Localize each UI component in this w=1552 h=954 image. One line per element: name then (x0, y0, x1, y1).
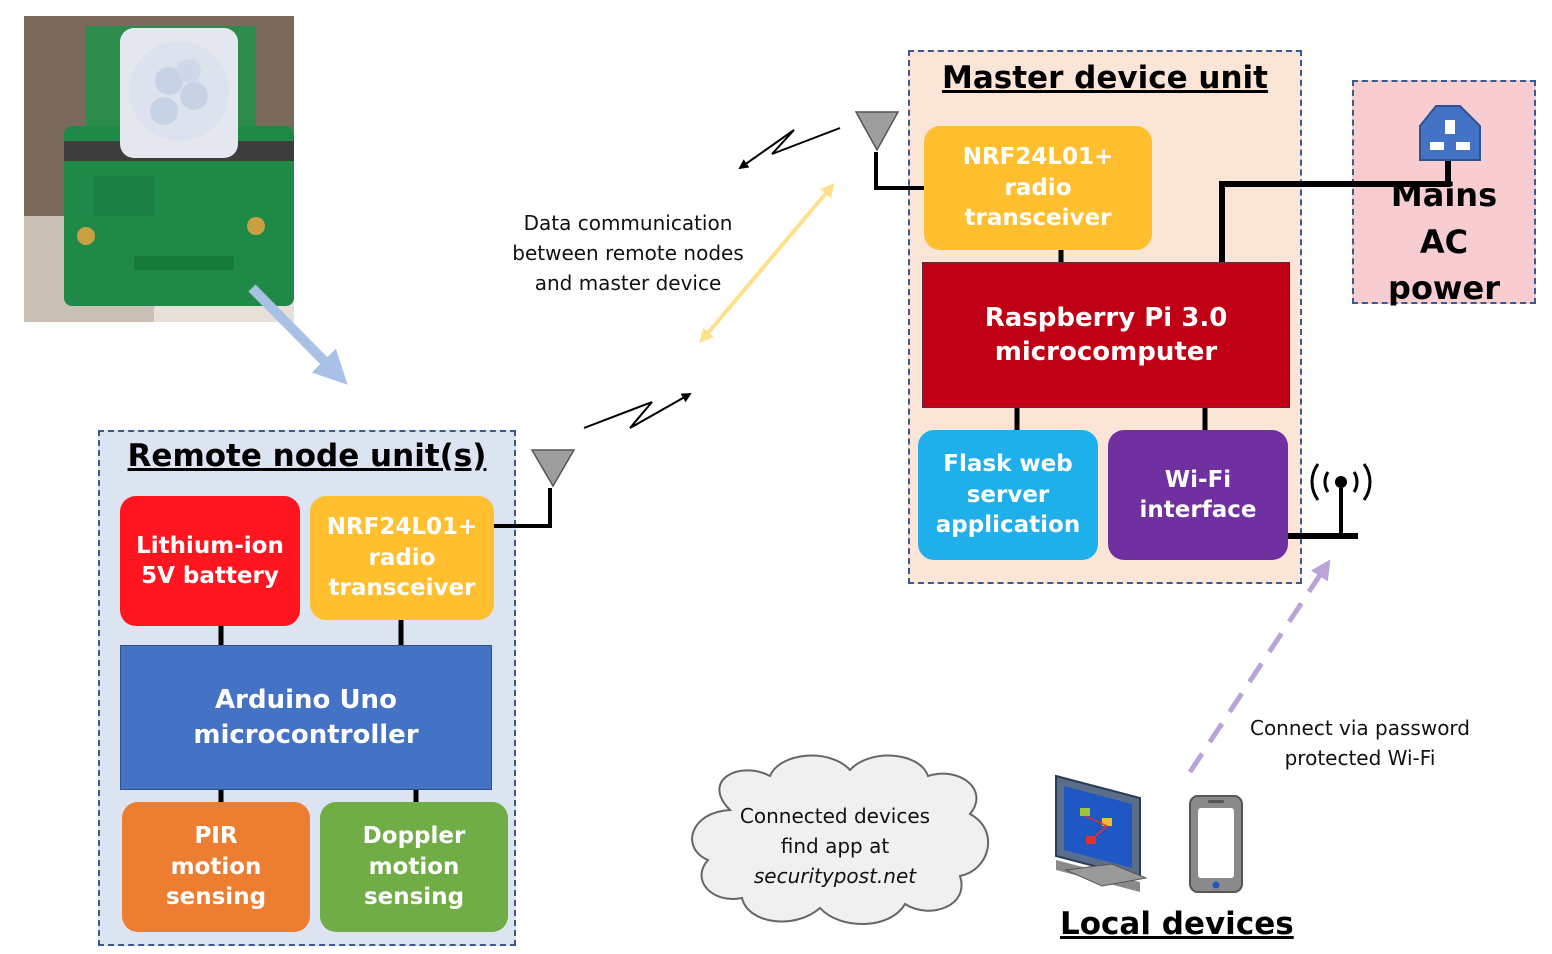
doppler-sensing-block: Doppler motion sensing (320, 802, 508, 932)
cloud-line-2: find app at (780, 834, 890, 858)
remote-radio-block: NRF24L01+ radio transceiver (310, 496, 494, 620)
remote-node-unit-title: Remote node unit(s) (127, 438, 487, 474)
cloud-line-1: Connected devices (739, 804, 931, 828)
wifi-tower-icon (1310, 463, 1372, 536)
photo-arrow (248, 284, 348, 385)
data-communication-note: Data communication between remote nodes … (504, 208, 752, 298)
remote-signal-zigzag (583, 393, 692, 429)
wifi-connection-line-2: protected Wi-Fi (1284, 746, 1436, 770)
pir-sensing-block: PIR motion sensing (122, 802, 310, 932)
pir-sensor-photo (24, 16, 294, 322)
antenna-icon (854, 111, 900, 152)
antenna-icon (530, 449, 576, 488)
data-communication-line-2: between remote nodes (512, 241, 744, 265)
master-device-unit-title: Master device unit (942, 60, 1268, 96)
remote-antenna-wire (494, 488, 552, 528)
flask-server-block: Flask web server application (918, 430, 1098, 560)
wifi-connection-note: Connect via password protected Wi-Fi (1240, 713, 1480, 773)
cloud-url: securitypost.net (753, 864, 917, 888)
master-radio-block: NRF24L01+ radio transceiver (924, 126, 1152, 250)
raspberry-pi-block: Raspberry Pi 3.0 microcomputer (922, 262, 1290, 408)
battery-block: Lithium-ion 5V battery (120, 496, 300, 626)
power-socket-icon (1419, 105, 1481, 161)
monitor-icon (1055, 774, 1148, 892)
master-signal-zigzag (738, 127, 841, 170)
data-communication-line-3: and master device (534, 271, 722, 295)
cloud-shape (691, 754, 989, 925)
wifi-interface-block: Wi-Fi interface (1108, 430, 1288, 560)
master-antenna-wire (874, 152, 924, 190)
data-communication-line-1: Data communication (523, 211, 733, 235)
data-communication-arrow (699, 182, 835, 344)
wifi-connection-arrow (1187, 559, 1331, 774)
local-devices-title: Local devices (1060, 906, 1294, 942)
smartphone-icon (1189, 795, 1243, 893)
power-cable (1219, 160, 1451, 262)
wifi-connection-line-1: Connect via password (1249, 716, 1470, 740)
arduino-block: Arduino Uno microcontroller (120, 645, 492, 790)
cloud-note: Connected devices find app at securitypo… (720, 801, 950, 891)
